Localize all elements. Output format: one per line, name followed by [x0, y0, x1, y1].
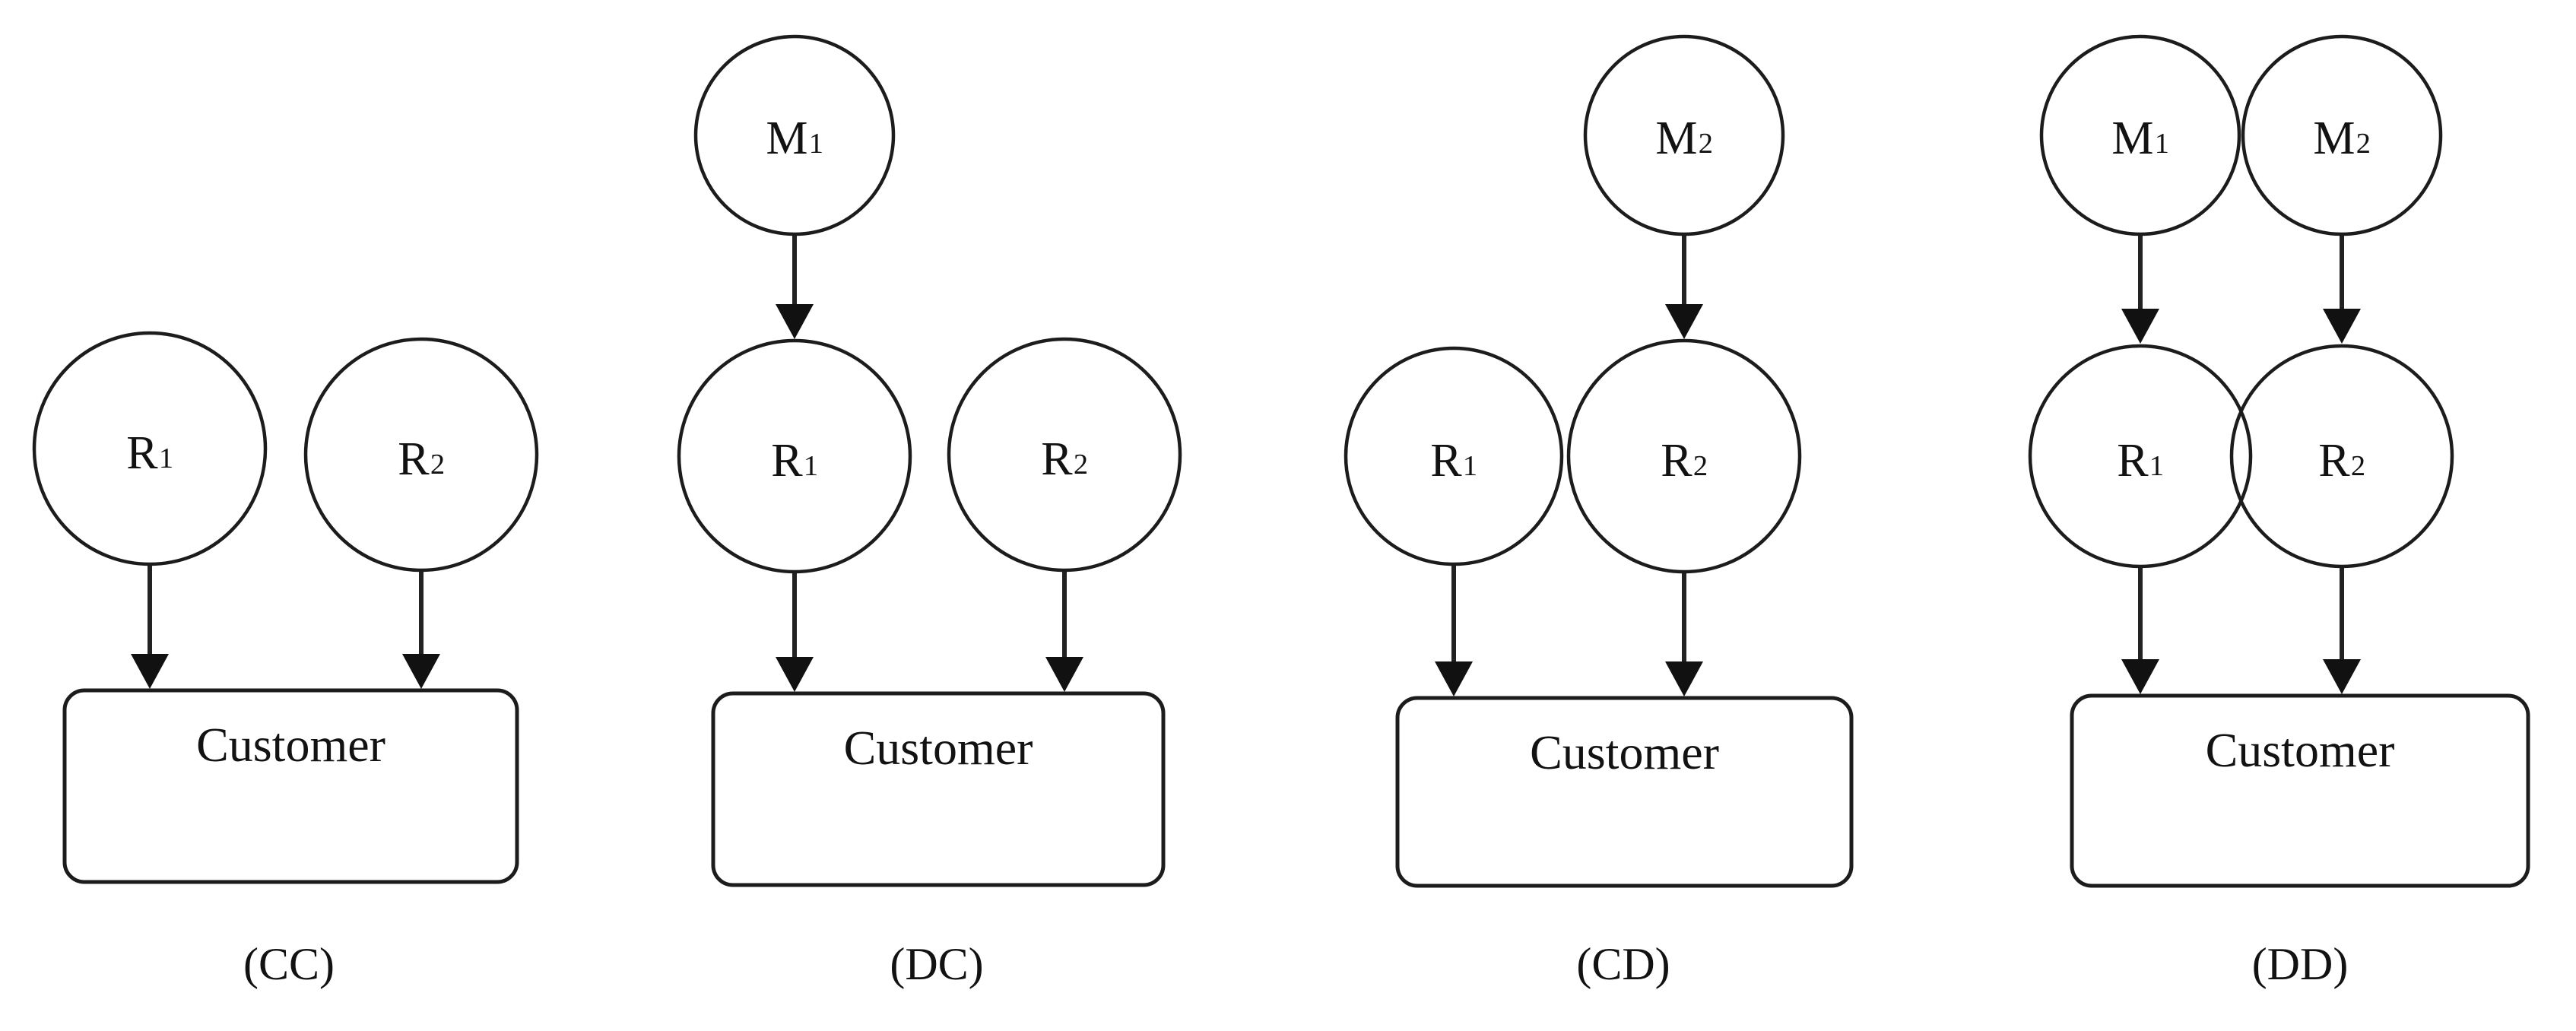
retailer-node-r1[interactable]	[32, 331, 268, 566]
edge-m2-to-r2	[1665, 234, 1703, 339]
retailer-node-r2[interactable]	[1566, 338, 1802, 574]
manufacturer-node-m1[interactable]	[693, 34, 896, 236]
retailer-node-r2[interactable]	[2229, 344, 2454, 569]
manufacturer-node-m2[interactable]	[2241, 34, 2443, 236]
edge-r2-to-customer	[402, 570, 440, 689]
retailer-node-r2[interactable]	[303, 337, 539, 573]
retailer-node-r1[interactable]	[1344, 346, 1564, 566]
edge-r2-to-customer	[2323, 566, 2361, 694]
customer-box-shape[interactable]	[2070, 693, 2530, 888]
panel-caption-dd: (DD)	[2251, 939, 2349, 989]
retailer-node-r1[interactable]	[677, 338, 912, 574]
edge-m1-to-r1	[2121, 234, 2159, 344]
panel-caption-cc: (CC)	[243, 939, 335, 989]
customer-box-shape[interactable]	[711, 691, 1166, 887]
edge-r2-to-customer	[1665, 572, 1703, 696]
edge-r1-to-customer	[131, 564, 169, 689]
panel-caption-cd: (CD)	[1576, 939, 1670, 989]
edge-m2-to-r2	[2323, 234, 2361, 344]
edge-r1-to-customer	[776, 572, 814, 692]
manufacturer-node-m2[interactable]	[1583, 34, 1785, 236]
edge-r1-to-customer	[1435, 564, 1473, 696]
edge-r2-to-customer	[1045, 570, 1083, 692]
customer-box-shape[interactable]	[1395, 696, 1854, 888]
manufacturer-node-m1[interactable]	[2039, 34, 2241, 236]
edge-r1-to-customer	[2121, 566, 2159, 694]
retailer-node-r2[interactable]	[947, 337, 1182, 573]
retailer-node-r1[interactable]	[2028, 344, 2253, 569]
customer-box-shape[interactable]	[62, 688, 519, 884]
panel-caption-dc: (DC)	[890, 939, 984, 989]
edge-m1-to-r1	[776, 234, 814, 339]
